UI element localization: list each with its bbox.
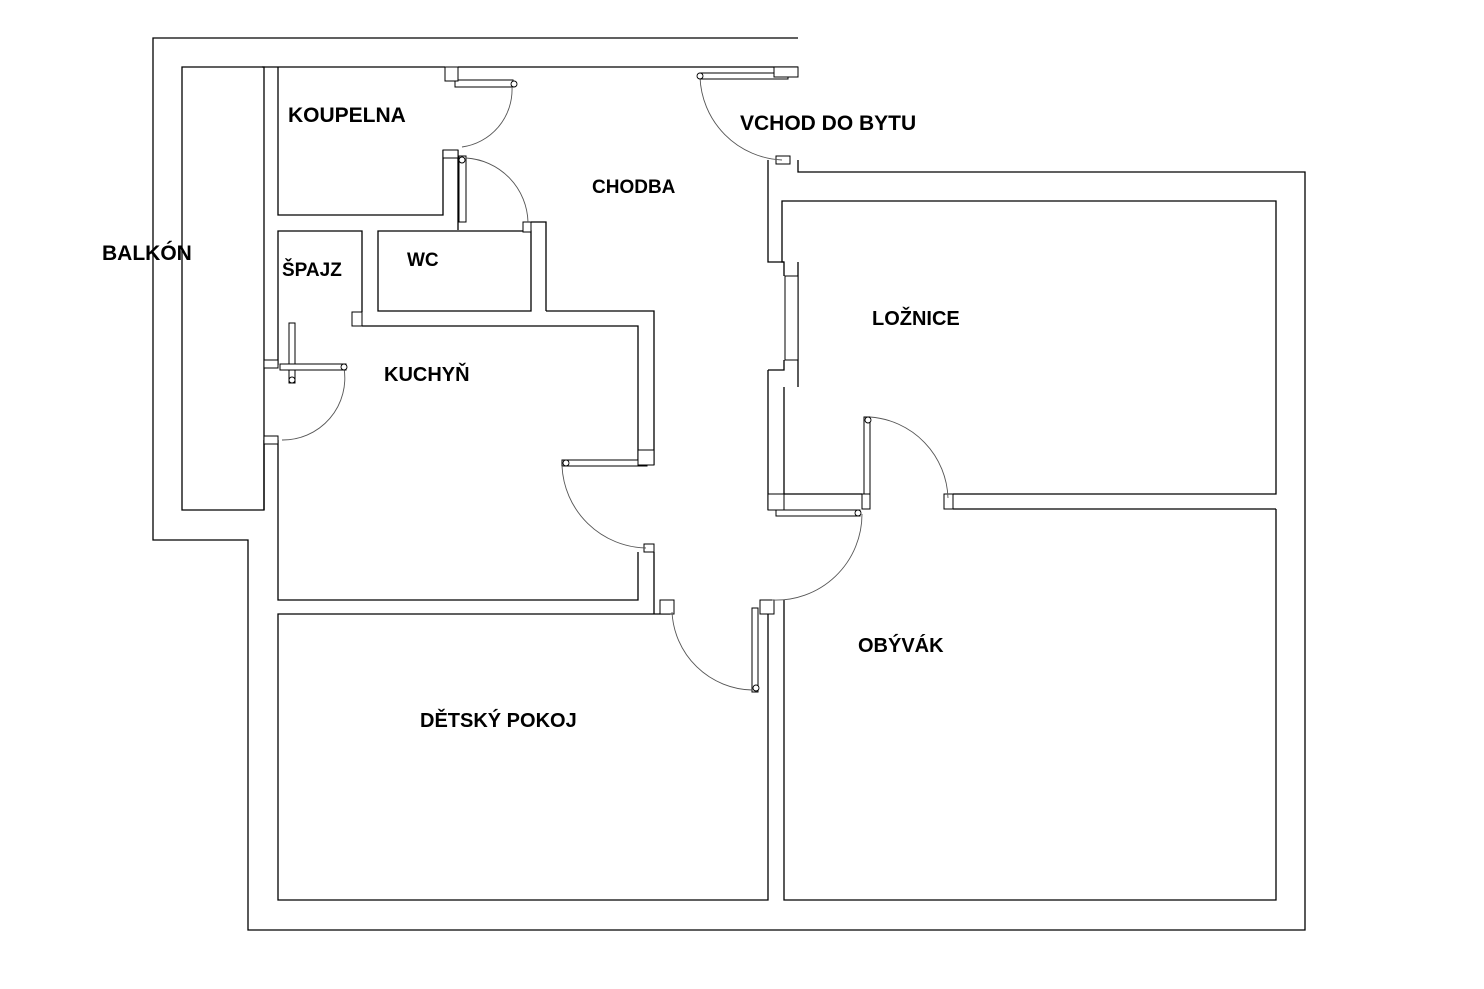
chodba-right-wall-2 — [768, 360, 784, 370]
obyvak-wall — [784, 509, 1276, 900]
hinge — [696, 72, 704, 80]
detsky-pokoj-wall — [278, 614, 768, 900]
room-label-wc: WC — [407, 250, 439, 271]
door-leaf-loznice — [864, 417, 870, 501]
door-leaf-chodba — [785, 276, 798, 360]
room-label-kuchyn: KUCHYŇ — [384, 364, 470, 386]
door-swing-obyvak — [772, 514, 862, 600]
door-leaf-spajz — [289, 323, 295, 383]
hinge — [864, 416, 872, 424]
spajz-wall — [278, 231, 362, 365]
room-label-loznice: LOŽNICE — [872, 308, 960, 330]
jamb — [768, 494, 784, 510]
hinge — [562, 459, 570, 467]
jamb — [776, 156, 790, 164]
wc-divider — [531, 222, 546, 311]
jamb — [264, 360, 278, 368]
kuchyn-wall-2 — [546, 311, 654, 465]
door-swing-vchod — [700, 77, 782, 160]
jamb — [523, 222, 531, 232]
door-leaf-wc — [459, 156, 466, 222]
hinge — [458, 156, 466, 164]
balkon-rail — [182, 67, 264, 510]
door-leaf-kuchyn-left — [280, 364, 346, 370]
kuchyn-wall — [362, 326, 638, 465]
jamb — [445, 67, 458, 81]
room-label-vchod: VCHOD DO BYTU — [740, 112, 917, 135]
door-swing-koupelna — [462, 87, 512, 147]
door-leaf-koupelna-top — [455, 80, 513, 87]
room-label-obyvak: OBÝVÁK — [858, 635, 944, 657]
koupelna-wall — [278, 67, 443, 215]
jamb — [264, 436, 278, 444]
jamb — [443, 150, 458, 158]
door-swing-spajz — [282, 368, 345, 440]
door-swing-wc — [466, 158, 528, 222]
hinge — [288, 376, 296, 384]
room-label-spajz: ŠPAJZ — [282, 260, 342, 281]
door-swing-loznice — [870, 417, 948, 498]
door-leaf-kuchyn-right — [562, 460, 647, 466]
hinge — [854, 509, 862, 517]
jamb — [660, 600, 674, 614]
hinge — [340, 363, 348, 371]
jamb — [760, 600, 774, 614]
door-leaf-obyvak — [776, 510, 860, 516]
loznice-wall-2 — [782, 201, 1276, 494]
jamb — [774, 67, 798, 77]
loznice-wall — [784, 387, 862, 494]
jamb — [862, 494, 870, 509]
room-label-balkon: BALKÓN — [102, 242, 192, 265]
hinge — [752, 684, 760, 692]
room-label-koupelna: KOUPELNA — [288, 104, 406, 127]
room-label-chodba: CHODBA — [592, 177, 676, 198]
jamb — [638, 450, 654, 465]
room-label-detsky-pokoj: DĚTSKÝ POKOJ — [420, 710, 577, 732]
jamb — [944, 494, 953, 509]
door-leaf-detsky — [752, 608, 758, 692]
chodba-right-wall — [768, 160, 784, 276]
door-swing-detsky — [672, 612, 752, 690]
wc-wall — [378, 231, 531, 311]
hinge — [510, 80, 518, 88]
outer-wall — [153, 38, 1305, 930]
door-swing-kuchyn — [562, 466, 646, 548]
jamb — [352, 312, 362, 326]
kuchyn-bottom — [278, 440, 638, 600]
